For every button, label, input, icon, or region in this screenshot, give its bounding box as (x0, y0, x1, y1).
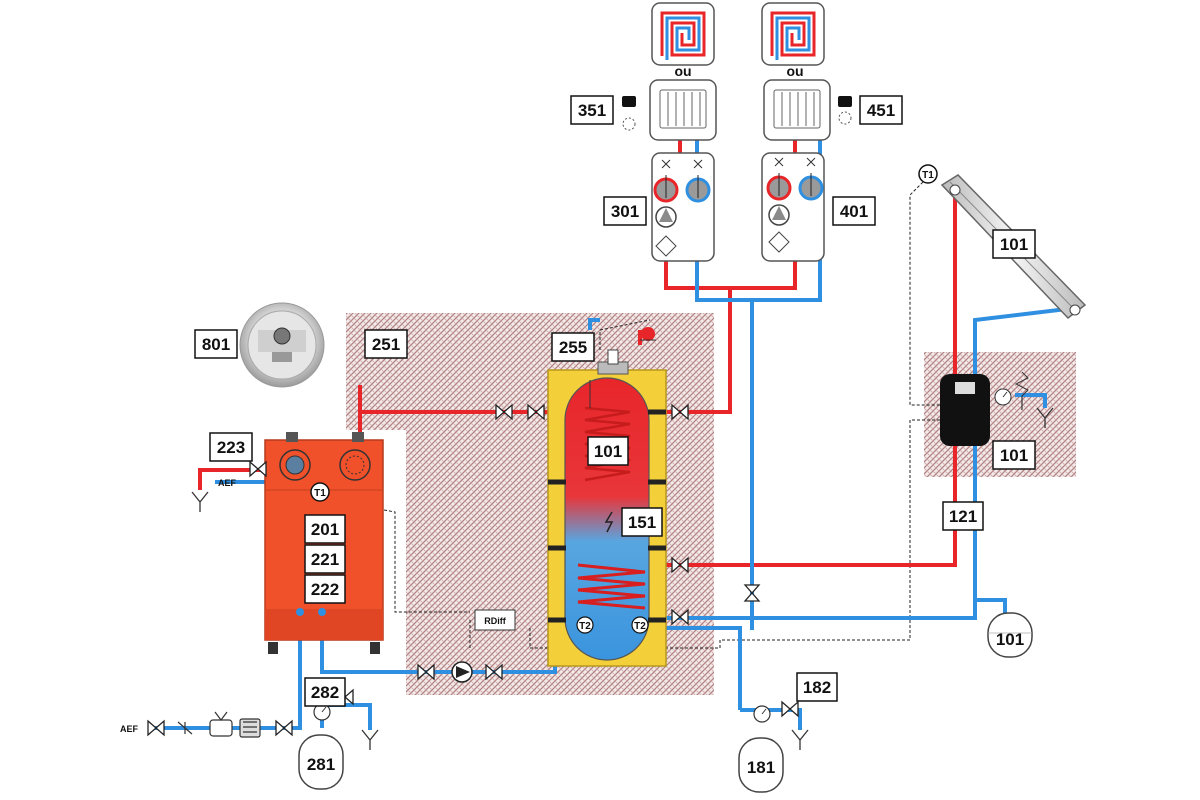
label-boiler-1: 201 (311, 520, 339, 539)
label-solar-station: 101 (1000, 446, 1028, 465)
drain-funnels (191, 407, 1054, 750)
label-boxes (194, 95, 1036, 707)
option-ou-1: ou (674, 63, 691, 79)
label-boiler-expansion: 282 (311, 683, 339, 702)
water-inlet-label-boiler: AEF (218, 478, 237, 488)
sensor-t2-right-label: T2 (634, 621, 646, 632)
label-dhw-vessel: 181 (747, 758, 775, 777)
label-boiler-2: 221 (311, 550, 339, 569)
option-ou-2: ou (786, 63, 803, 79)
circuit-group-1 (651, 152, 715, 262)
label-tank-coil: 101 (594, 442, 622, 461)
pressure-gauges (313, 703, 771, 723)
control-wires (329, 174, 940, 650)
room-thermostat-1 (622, 96, 636, 131)
sensor-t1-boiler-label: T1 (314, 488, 326, 499)
solar-station (940, 371, 1029, 446)
radiator-1 (649, 79, 717, 141)
label-boiler-3: 222 (311, 580, 339, 599)
floor-heating-panel-2 (761, 2, 825, 66)
label-tank-connection: 255 (559, 338, 587, 357)
controller-label: RDiff (484, 616, 506, 626)
sensor-t1-solar-label: T1 (922, 170, 934, 181)
sensor-t2-left (576, 616, 594, 634)
label-circuit2-thermostat: 451 (867, 101, 895, 120)
expansion-vessel-boiler (298, 734, 344, 790)
expansion-vessel-solar (987, 612, 1033, 658)
tank-top-connection (607, 327, 656, 365)
label-heatpump: 801 (202, 335, 230, 354)
label-electric-heater: 151 (628, 513, 656, 532)
floor-heating-panel-1 (651, 2, 715, 66)
room-thermostat-2 (838, 96, 852, 125)
water-inlet-fittings (177, 711, 261, 738)
electric-heater-icon (604, 511, 614, 533)
valves (147, 403, 799, 737)
label-circuit1-thermostat: 351 (578, 101, 606, 120)
label-circuit1-group: 301 (611, 202, 639, 221)
label-boiler-safety: 223 (217, 438, 245, 457)
label-storage-zone: 251 (372, 335, 400, 354)
sensor-t1-boiler (310, 482, 330, 502)
label-circuit2-group: 401 (840, 202, 868, 221)
sensor-t1-solar (918, 164, 938, 184)
radiator-2 (763, 79, 831, 141)
controller-box (474, 609, 516, 631)
circulation-pump (451, 661, 473, 683)
sensor-t2-left-label: T2 (579, 621, 591, 632)
sensor-t2-right (631, 616, 649, 634)
label-dhw-safety: 182 (803, 678, 831, 697)
label-solar-collector: 101 (1000, 235, 1028, 254)
label-boiler-vessel: 281 (307, 755, 335, 774)
heatpump-outdoor-unit (239, 302, 325, 388)
label-solar-line: 121 (949, 507, 977, 526)
circuit-group-2 (761, 152, 825, 262)
expansion-vessel-dhw (738, 737, 784, 793)
label-solar-vessel: 101 (996, 630, 1024, 649)
water-inlet-label-main: AEF (120, 724, 139, 734)
